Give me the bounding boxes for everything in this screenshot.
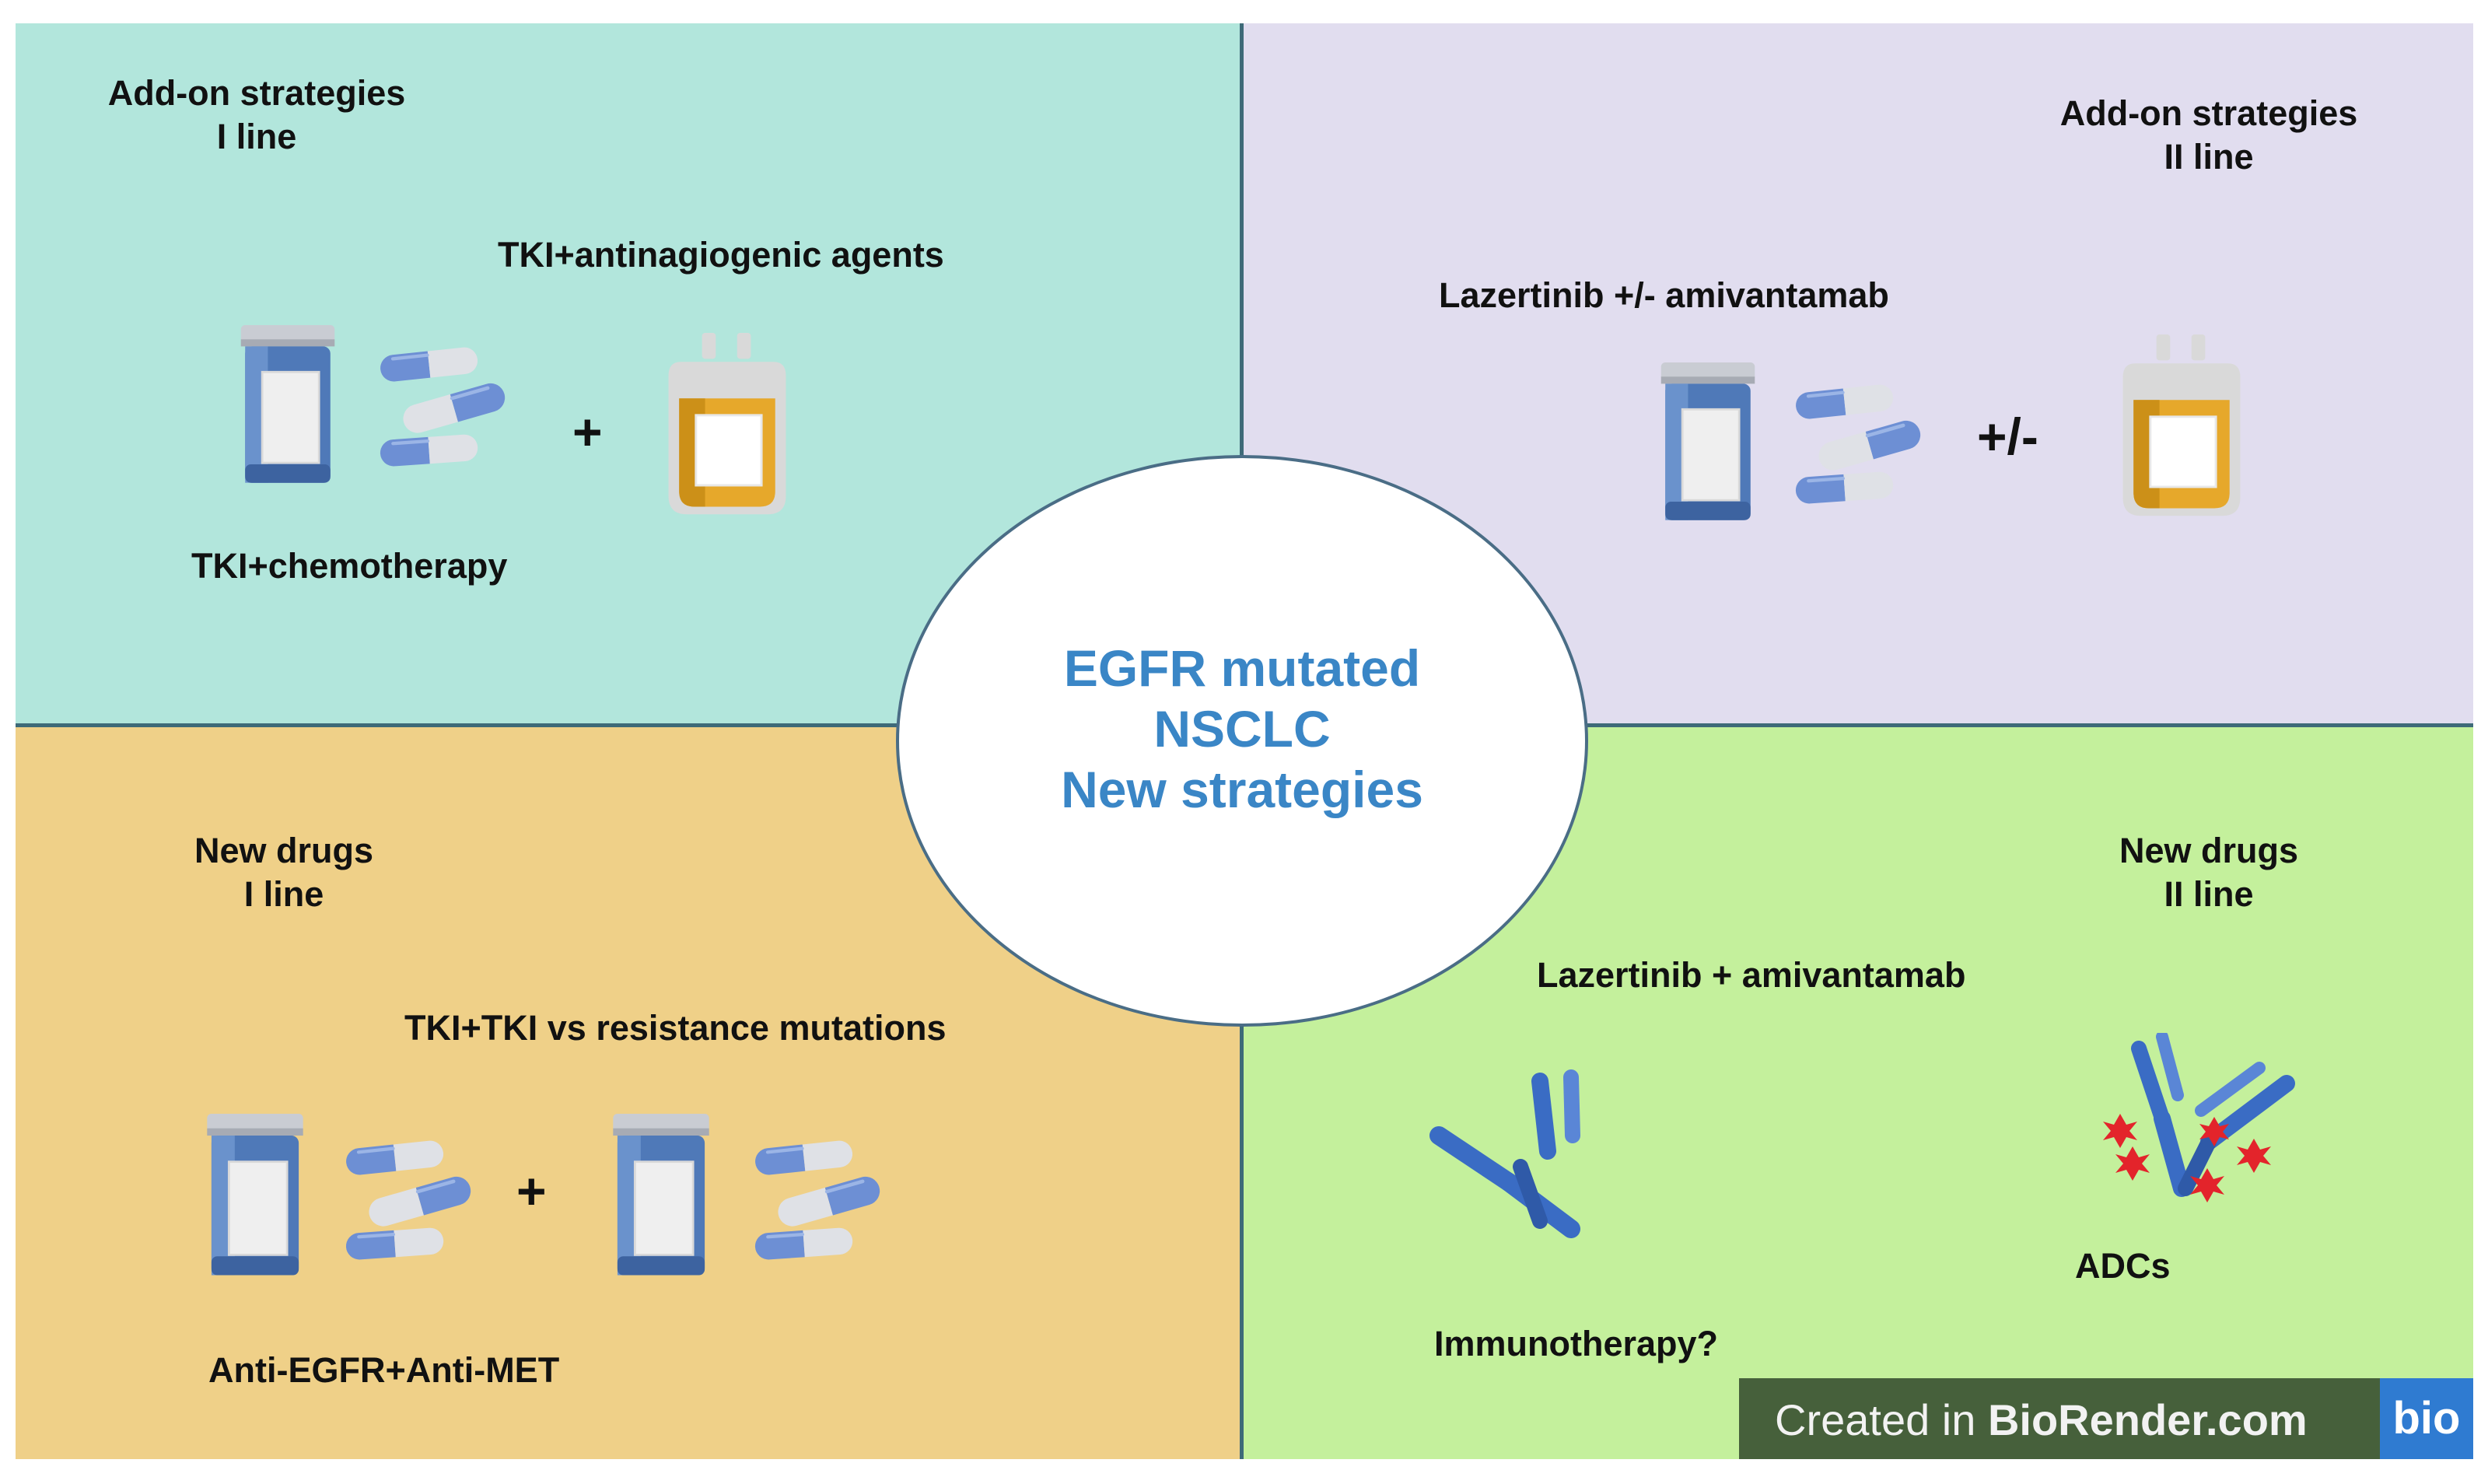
heading-new-drugs-first-line: New drugs I line	[132, 829, 436, 916]
label-tki-tki-resistance: TKI+TKI vs resistance mutations	[404, 1008, 947, 1048]
capsules-icon	[366, 342, 521, 478]
label-tki-chemotherapy: TKI+chemotherapy	[191, 546, 508, 586]
center-circle	[896, 455, 1588, 1027]
iv-bag-icon	[2122, 334, 2241, 517]
capsules-icon	[1781, 380, 1937, 516]
heading-line: I line	[243, 874, 324, 914]
heading-line: Add-on strategies	[2059, 93, 2358, 133]
pill-bottle-icon	[205, 1114, 305, 1277]
label-adcs: ADCs	[2075, 1246, 2171, 1286]
label-lazertinib-plus-amivantamab: Lazertinib + amivantamab	[1537, 955, 1966, 995]
pill-bottle-icon	[611, 1114, 711, 1277]
heading-line: New drugs	[2119, 831, 2299, 870]
center-title: EGFR mutated NSCLC New strategies	[896, 638, 1588, 820]
capsules-icon	[331, 1136, 487, 1272]
heading-line: Add-on strategies	[107, 73, 406, 113]
pill-bottle-icon	[1660, 362, 1756, 522]
biorender-logo-icon: bio	[2380, 1378, 2473, 1459]
heading-line: New drugs	[194, 831, 374, 870]
label-immunotherapy: Immunotherapy?	[1434, 1324, 1719, 1363]
heading-line: II line	[2164, 137, 2254, 177]
heading-line: I line	[216, 117, 297, 156]
plus-minus-operator: +/-	[1977, 408, 2038, 465]
plus-operator: +	[516, 1162, 547, 1220]
capsules-icon	[740, 1136, 896, 1272]
watermark-text: Created in BioRender.com	[1775, 1397, 2308, 1444]
heading-addon-second-line: Add-on strategies II line	[1991, 92, 2427, 179]
pill-bottle-icon	[240, 325, 336, 485]
watermark-brand: BioRender.com	[1987, 1395, 2308, 1444]
iv-bag-icon	[667, 333, 787, 516]
watermark-prefix: Created in	[1775, 1395, 1988, 1444]
label-tki-antiangiogenic: TKI+antinagiogenic agents	[498, 235, 944, 275]
heading-addon-first-line: Add-on strategies I line	[54, 72, 459, 159]
plus-operator: +	[572, 403, 603, 460]
center-title-line: EGFR mutated	[1063, 639, 1421, 697]
heading-new-drugs-second-line: New drugs II line	[2053, 829, 2364, 916]
center-title-line: NSCLC	[1153, 700, 1331, 758]
label-lazertinib-plus-minus-amivantamab: Lazertinib +/- amivantamab	[1439, 275, 1889, 315]
label-anti-egfr-anti-met: Anti-EGFR+Anti-MET	[208, 1350, 560, 1390]
center-title-line: New strategies	[1061, 761, 1423, 818]
biorender-watermark	[1739, 1378, 2473, 1459]
adc-antibody-icon	[2092, 1033, 2310, 1212]
antibody-icon	[1423, 1066, 1610, 1244]
heading-line: II line	[2164, 874, 2254, 914]
